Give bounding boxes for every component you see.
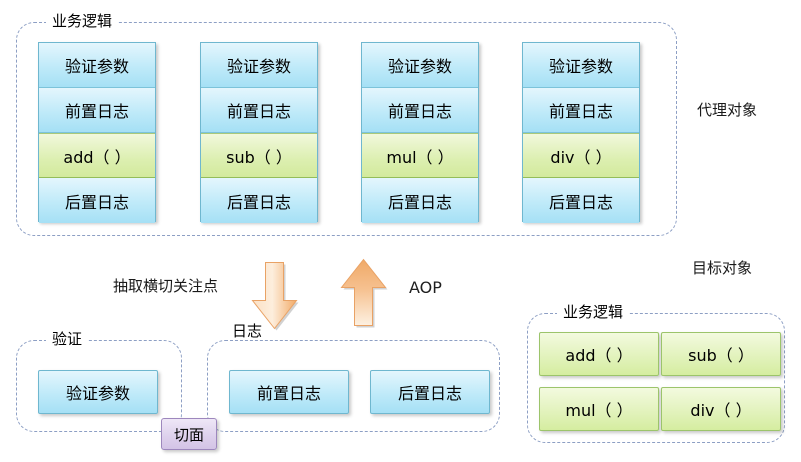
proxy-object-group <box>16 22 677 236</box>
cell-validate-params: 验证参数 <box>362 43 478 88</box>
proxy-column-mul[interactable]: 验证参数 前置日志 mul（ ） 后置日志 <box>361 42 479 223</box>
target-method-div[interactable]: div（ ） <box>661 387 781 431</box>
aspect-box-before-log[interactable]: 前置日志 <box>229 370 349 414</box>
cell-after-log: 后置日志 <box>523 178 639 223</box>
target-method-add[interactable]: add（ ） <box>539 332 659 376</box>
cell-after-log: 后置日志 <box>201 178 317 223</box>
validate-aspect-group <box>16 340 182 432</box>
proxy-column-sub[interactable]: 验证参数 前置日志 sub（ ） 后置日志 <box>200 42 318 223</box>
cell-validate-params: 验证参数 <box>523 43 639 88</box>
cell-validate-params: 验证参数 <box>201 43 317 88</box>
target-method-mul[interactable]: mul（ ） <box>539 387 659 431</box>
down-arrow <box>251 261 299 333</box>
aspect-box-after-log[interactable]: 后置日志 <box>370 370 490 414</box>
extract-crosscutting-label: 抽取横切关注点 <box>113 277 219 295</box>
cell-method-div: div（ ） <box>523 133 639 178</box>
proxy-object-side-label: 代理对象 <box>697 101 758 119</box>
cell-before-log: 前置日志 <box>201 88 317 133</box>
aop-label: AOP <box>409 278 442 297</box>
target-object-side-label: 目标对象 <box>692 259 753 277</box>
cell-before-log: 前置日志 <box>523 88 639 133</box>
cell-method-add: add（ ） <box>39 133 155 178</box>
cell-before-log: 前置日志 <box>362 88 478 133</box>
cell-before-log: 前置日志 <box>39 88 155 133</box>
proxy-column-add[interactable]: 验证参数 前置日志 add（ ） 后置日志 <box>38 42 156 223</box>
proxy-column-div[interactable]: 验证参数 前置日志 div（ ） 后置日志 <box>522 42 640 223</box>
target-business-logic-group <box>527 313 785 443</box>
cell-after-log: 后置日志 <box>362 178 478 223</box>
aspect-badge[interactable]: 切面 <box>161 418 217 450</box>
validate-group-label: 验证 <box>46 330 89 348</box>
cell-method-mul: mul（ ） <box>362 133 478 178</box>
target-group-label: 业务逻辑 <box>557 303 630 321</box>
log-aspect-group <box>207 340 500 432</box>
up-arrow <box>339 258 389 328</box>
cell-validate-params: 验证参数 <box>39 43 155 88</box>
cell-after-log: 后置日志 <box>39 178 155 223</box>
aspect-box-validate-params[interactable]: 验证参数 <box>38 370 158 414</box>
target-method-sub[interactable]: sub（ ） <box>661 332 781 376</box>
log-group-label: 日志 <box>226 322 269 340</box>
proxy-group-label: 业务逻辑 <box>46 12 119 30</box>
cell-method-sub: sub（ ） <box>201 133 317 178</box>
